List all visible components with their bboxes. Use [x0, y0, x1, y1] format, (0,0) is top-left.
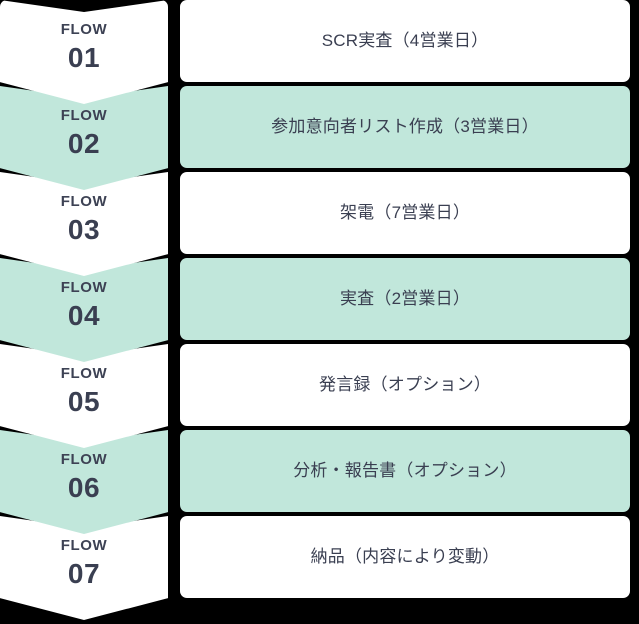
flow-step-text: 架電（7営業日）	[339, 202, 471, 222]
flow-label: FLOW	[60, 193, 108, 210]
chevron-icon: FLOW 04	[0, 258, 168, 362]
flow-step-bar[interactable]: 実査（2営業日）	[180, 258, 630, 340]
flow-row: FLOW 04 実査（2営業日）	[0, 258, 639, 362]
flow-number: 07	[67, 558, 101, 589]
flow-label: FLOW	[60, 21, 108, 38]
flow-step-text: 実査（2営業日）	[339, 288, 471, 308]
flow-label: FLOW	[60, 107, 108, 124]
flow-step-bar[interactable]: 納品（内容により変動）	[180, 516, 630, 598]
flow-label: FLOW	[60, 279, 108, 296]
flow-number: 06	[67, 472, 101, 503]
flow-label: FLOW	[60, 451, 108, 468]
flow-step-marker[interactable]: FLOW 01	[0, 0, 168, 104]
flow-row: FLOW 07 納品（内容により変動）	[0, 516, 639, 620]
flow-number: 02	[67, 128, 101, 159]
flow-step-text: 分析・報告書（オプション）	[293, 460, 517, 480]
flow-step-bar[interactable]: SCR実査（4営業日）	[180, 0, 630, 82]
flow-number: 03	[67, 214, 101, 245]
flow-step-bar[interactable]: 架電（7営業日）	[180, 172, 630, 254]
flow-row: FLOW 01 SCR実査（4営業日）	[0, 0, 639, 104]
flow-number: 04	[67, 300, 101, 331]
chevron-icon: FLOW 01	[0, 0, 168, 104]
flow-label: FLOW	[60, 537, 108, 554]
flow-label: FLOW	[60, 365, 108, 382]
flow-step-text: 発言録（オプション）	[319, 374, 491, 394]
flow-step-bar[interactable]: 参加意向者リスト作成（3営業日）	[180, 86, 630, 168]
flow-number: 01	[67, 42, 101, 73]
flow-step-text: 参加意向者リスト作成（3営業日）	[271, 116, 539, 136]
flow-step-marker[interactable]: FLOW 04	[0, 258, 168, 362]
flow-step-bar[interactable]: 分析・報告書（オプション）	[180, 430, 630, 512]
flow-step-text: SCR実査（4営業日）	[321, 30, 489, 50]
flow-step-text: 納品（内容により変動）	[310, 546, 500, 566]
flow-row: FLOW 05 発言録（オプション）	[0, 344, 639, 448]
flow-number: 05	[67, 386, 101, 417]
flow-step-bar[interactable]: 発言録（オプション）	[180, 344, 630, 426]
